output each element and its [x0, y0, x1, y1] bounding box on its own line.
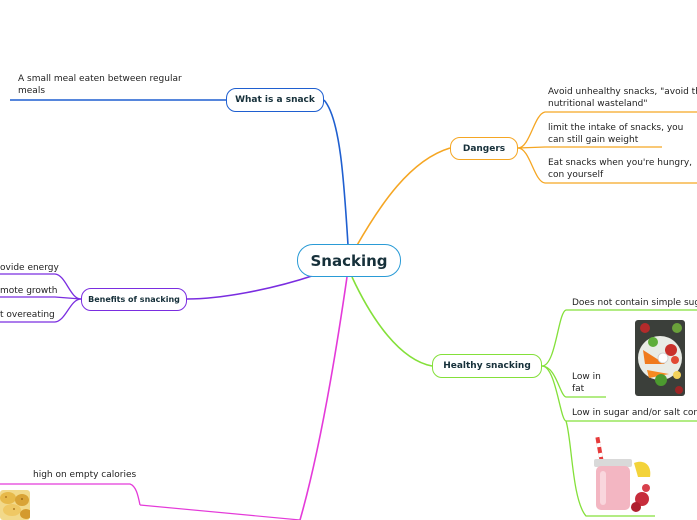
- leaf-healthy-no-simple-sugar[interactable]: Does not contain simple suga: [572, 298, 697, 308]
- link-benefits: [186, 274, 316, 300]
- branch-benefits-label: Benefits of snacking: [88, 295, 180, 304]
- branch-what-is-a-snack[interactable]: What is a snack: [226, 88, 324, 112]
- leaf-healthy-low-sugar-salt[interactable]: Low in sugar and/or salt conte: [572, 408, 697, 418]
- leaf-what-definition[interactable]: A small meal eaten between regular meals: [18, 74, 182, 96]
- central-node-snacking[interactable]: Snacking: [297, 244, 401, 277]
- leaf-benefits-energy[interactable]: ovide energy: [0, 263, 59, 273]
- smoothie-jar-image: [586, 433, 652, 513]
- leaf-dangers-hungry[interactable]: Eat snacks when you're hungry, con yours…: [548, 158, 692, 180]
- branch-healthy-snacking[interactable]: Healthy snacking: [432, 354, 542, 378]
- leaf-benefits-overeating[interactable]: t overeating: [0, 310, 55, 320]
- branch-benefits-of-snacking[interactable]: Benefits of snacking: [81, 288, 187, 311]
- vegetable-platter-image: [635, 320, 685, 396]
- branch-healthy-label: Healthy snacking: [443, 361, 531, 371]
- leaf-healthy-low-fat[interactable]: Low in fat: [572, 372, 601, 394]
- central-node-label: Snacking: [310, 251, 388, 270]
- leaf-benefits-growth[interactable]: mote growth: [0, 286, 58, 296]
- branch-dangers-label: Dangers: [462, 143, 506, 154]
- potato-chips-image: [0, 490, 30, 520]
- link-what: [323, 99, 349, 246]
- leaf-dangers-avoid[interactable]: Avoid unhealthy snacks, "avoid the nutri…: [548, 87, 697, 109]
- link-healthy: [351, 276, 433, 367]
- leaf-dangers-limit[interactable]: limit the intake of snacks, you can stil…: [548, 123, 684, 145]
- branch-what-label: What is a snack: [235, 95, 315, 105]
- link-dangers: [355, 147, 451, 248]
- link-unhealthy: [299, 276, 348, 520]
- leaf-empty-calories[interactable]: high on empty calories: [33, 470, 137, 480]
- branch-dangers[interactable]: Dangers: [450, 137, 518, 160]
